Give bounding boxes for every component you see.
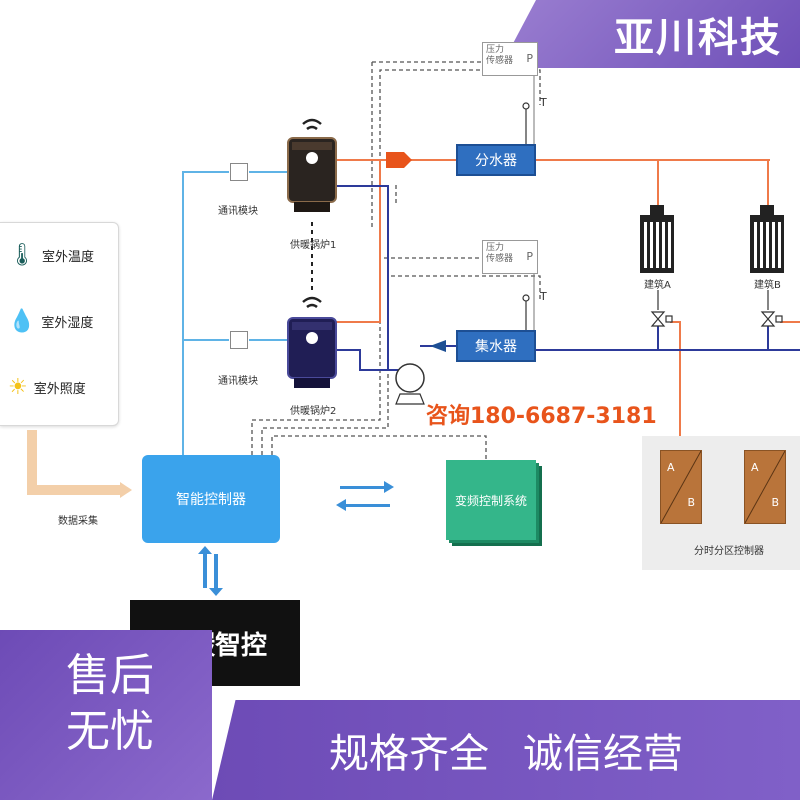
boiler-1-icon: [287, 118, 337, 212]
return-header: 集水器: [456, 330, 536, 362]
smart-controller: 智能控制器: [142, 455, 280, 543]
building-a-label: 建筑A: [644, 280, 671, 291]
thermometer-icon: 🌡: [8, 243, 36, 268]
contact-phone: 咨询180-6687-3181: [426, 404, 657, 429]
temp-sensor-symbol: T: [540, 96, 547, 109]
controller-vfd-arrows: [336, 481, 394, 511]
vfd-control-system: 变频控制系统: [446, 460, 536, 540]
after-sales-badge: 售后 无忧: [0, 630, 212, 800]
zone-controller-label: 分时分区控制器: [694, 546, 764, 557]
pressure-sensor-2: 压力传感器 P: [482, 240, 538, 274]
after-sales-line2: 无忧: [66, 706, 154, 757]
slogan-banner: 规格齐全 诚信经营: [212, 700, 800, 800]
data-collection-arrow: [27, 430, 132, 498]
return-flow-arrow: [430, 340, 446, 352]
data-collection-label: 数据采集: [58, 516, 98, 527]
zone-controller-unit: A B: [744, 450, 786, 524]
slogan-1: 规格齐全: [329, 731, 489, 777]
water-drop-icon: 💧: [8, 309, 36, 334]
supply-flow-arrow: [386, 152, 412, 168]
sensor-row-temperature: 🌡 室外温度: [8, 243, 94, 268]
brand-banner: 亚川科技: [500, 0, 800, 68]
sun-icon: ☀: [8, 375, 28, 400]
supply-header: 分水器: [456, 144, 536, 176]
building-b-icon: [750, 205, 784, 273]
comm-module-icon: [230, 331, 248, 349]
comm-module-label: 通讯模块: [218, 376, 258, 387]
sensor-label: 室外温度: [41, 250, 94, 265]
signal-lines: [182, 171, 290, 455]
boiler-2-label: 供暖锅炉2: [290, 406, 337, 417]
boiler-2-icon: [287, 296, 337, 388]
controller-updown-arrows: [198, 546, 223, 596]
comm-module-icon: [230, 163, 248, 181]
sensor-row-illuminance: ☀ 室外照度: [8, 375, 86, 400]
sensor-row-humidity: 💧 室外湿度: [8, 309, 93, 334]
after-sales-line1: 售后: [66, 650, 154, 701]
building-a-icon: [640, 205, 674, 273]
sensor-label: 室外湿度: [41, 316, 94, 331]
pressure-sensor-1: 压力传感器 P: [482, 42, 538, 76]
zone-controller-panel: A B A B 分时分区控制器: [642, 436, 800, 570]
boiler-1-label: 供暖锅炉1: [290, 240, 337, 251]
temp-sensor-symbol: T: [540, 290, 547, 303]
temp-sensor-icons: [522, 102, 530, 336]
slogan-2: 诚信经营: [523, 731, 683, 777]
building-b-label: 建筑B: [754, 280, 781, 291]
sensor-label: 室外照度: [33, 382, 86, 397]
valve-icons: [650, 290, 783, 327]
zone-controller-unit: A B: [660, 450, 702, 524]
return-pipes: [336, 185, 800, 371]
brand-name: 亚川科技: [614, 15, 782, 61]
comm-module-label: 通讯模块: [218, 206, 258, 217]
circulation-pump-icon: [395, 363, 425, 405]
outdoor-sensor-panel: 🌡 室外温度 💧 室外湿度 ☀ 室外照度: [0, 222, 119, 426]
